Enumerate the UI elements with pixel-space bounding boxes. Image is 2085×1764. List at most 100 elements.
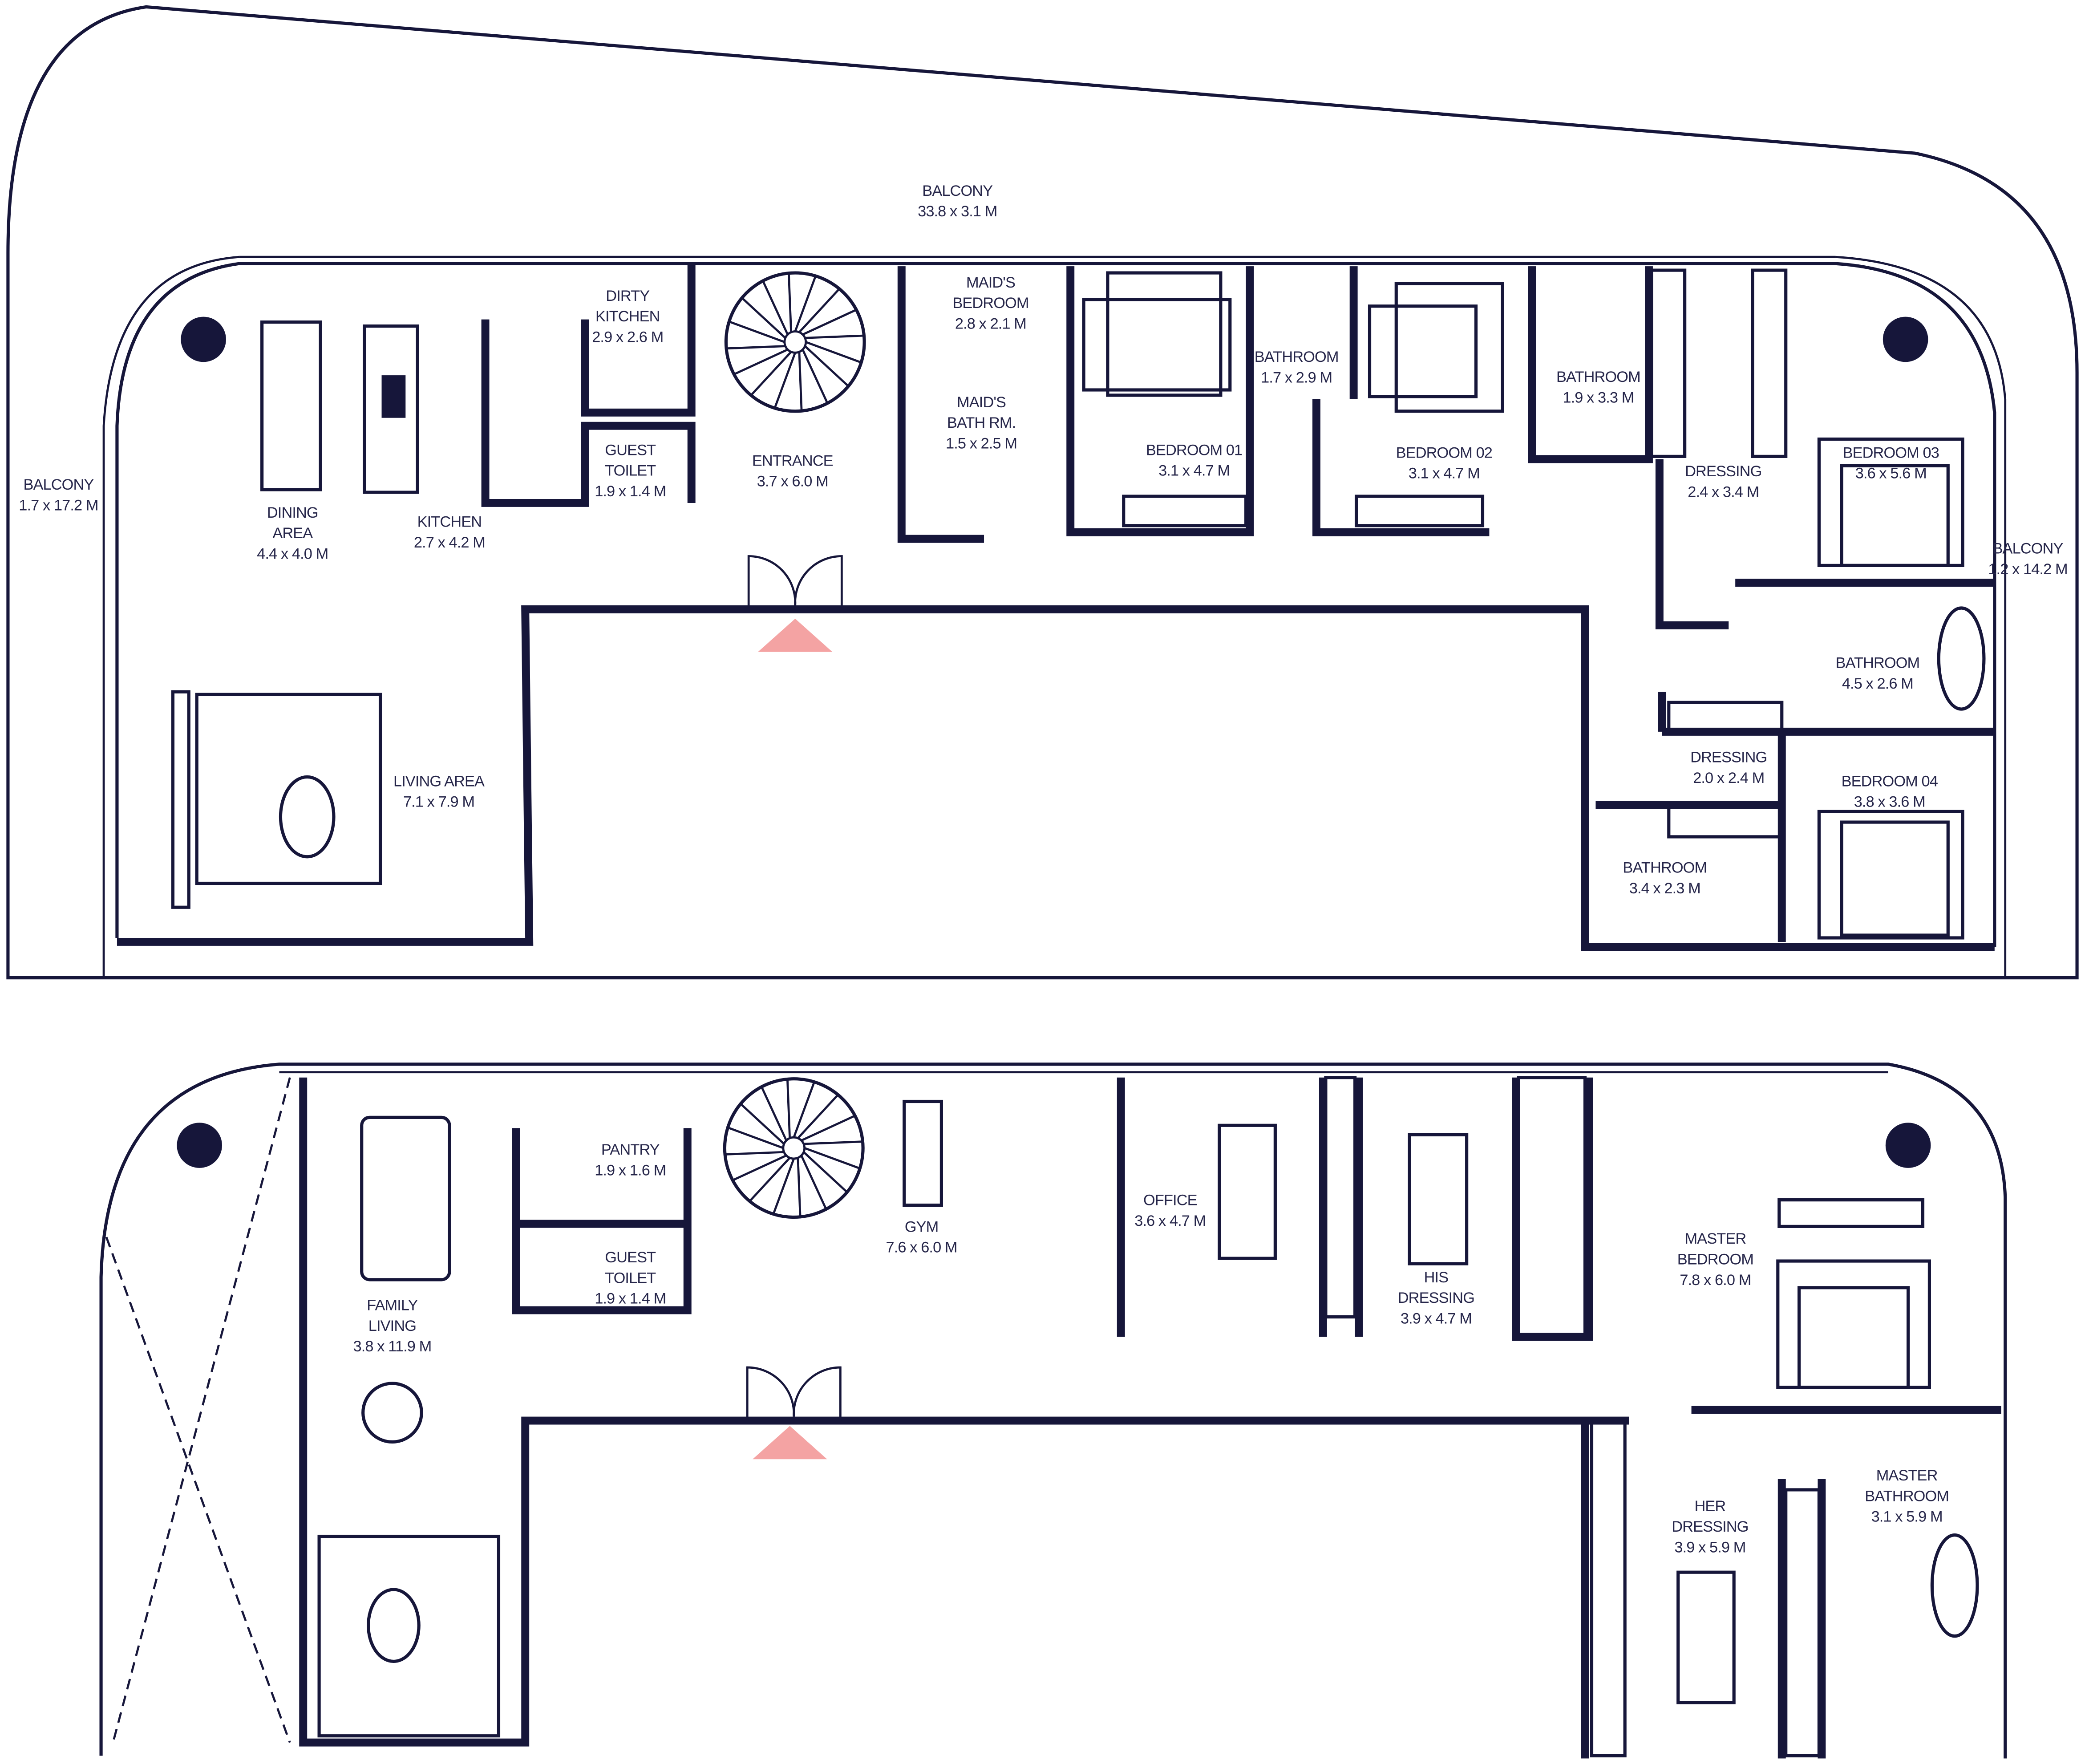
room-name: MAID'S bbox=[966, 274, 1015, 291]
wardrobe-icon bbox=[1784, 1488, 1821, 1758]
stair-tread bbox=[804, 345, 849, 387]
stair-tread bbox=[803, 1151, 848, 1193]
room-name: TOILET bbox=[605, 1269, 656, 1286]
room-name: BALCONY bbox=[1993, 540, 2064, 557]
stair-tread bbox=[787, 273, 792, 333]
bathtub-icon bbox=[1937, 606, 1986, 711]
stair-tread bbox=[732, 1154, 787, 1181]
room-dimensions: 2.9 x 2.6 M bbox=[592, 328, 663, 345]
wardrobe-icon bbox=[1751, 268, 1788, 458]
lower-balcony-outline bbox=[99, 1062, 2007, 1759]
stair-tread bbox=[803, 1140, 863, 1145]
room-name: BALCONY bbox=[922, 182, 993, 199]
room-name: AREA bbox=[272, 525, 313, 542]
upper-floor bbox=[6, 5, 2079, 980]
stair-tread bbox=[801, 1115, 856, 1142]
interior-wall-outline bbox=[117, 605, 1995, 951]
stair-tread bbox=[762, 280, 789, 335]
room-dimensions: 1.9 x 1.6 M bbox=[595, 1162, 666, 1179]
room-name: DRESSING bbox=[1398, 1290, 1474, 1306]
balcony-outline bbox=[6, 5, 2079, 980]
room-name: BEDROOM 02 bbox=[1396, 444, 1492, 461]
lower-interior-wall bbox=[299, 1077, 1629, 1759]
lower-sofa bbox=[317, 1534, 501, 1738]
stair-tread bbox=[741, 297, 786, 339]
room-dimensions: 4.5 x 2.6 M bbox=[1842, 675, 1913, 692]
column-icon bbox=[177, 1123, 222, 1168]
room-dimensions: 1.5 x 2.5 M bbox=[946, 435, 1017, 452]
treadmill-icon bbox=[903, 1099, 943, 1207]
room-name: KITCHEN bbox=[595, 308, 660, 325]
room-name: BEDROOM 03 bbox=[1843, 444, 1939, 461]
wardrobe-icon bbox=[1122, 495, 1248, 527]
room-dimensions: 1.9 x 3.3 M bbox=[1563, 389, 1634, 406]
entrance-door-lower[interactable] bbox=[746, 1366, 842, 1460]
stair-tread bbox=[793, 1081, 815, 1138]
entrance-arrow-icon bbox=[753, 1426, 827, 1460]
spiral-staircase-icon bbox=[724, 271, 866, 413]
stair-tread bbox=[786, 1079, 791, 1139]
room-name: BEDROOM 04 bbox=[1842, 773, 1938, 790]
room-dimensions: 3.9 x 4.7 M bbox=[1401, 1310, 1472, 1327]
room-name: GUEST bbox=[605, 442, 656, 458]
sofa bbox=[195, 693, 382, 885]
bathtub-icon bbox=[1930, 1533, 1979, 1638]
room-dimensions: 2.8 x 2.1 M bbox=[955, 316, 1026, 333]
wardrobe-icon bbox=[1590, 1419, 1627, 1758]
room-dimensions: 3.8 x 11.9 M bbox=[353, 1338, 432, 1355]
office-desk bbox=[1218, 1123, 1277, 1260]
column-icon bbox=[181, 316, 226, 362]
room-dimensions: 7.6 x 6.0 M bbox=[886, 1239, 957, 1256]
pool-table bbox=[360, 1115, 451, 1281]
stair-tread bbox=[733, 349, 788, 376]
media-unit bbox=[171, 690, 190, 909]
room-dimensions: 3.6 x 5.6 M bbox=[1855, 465, 1927, 482]
wardrobe-icon bbox=[1667, 701, 1784, 734]
stair-tread bbox=[740, 1103, 785, 1145]
cooktop-icon bbox=[381, 375, 406, 418]
room-name: BATHROOM bbox=[1835, 654, 1919, 671]
stair-tread bbox=[798, 352, 803, 411]
dressing-island bbox=[1676, 1570, 1736, 1704]
room-dimensions: 1.9 x 1.4 M bbox=[595, 1290, 666, 1307]
room-name: MAID'S bbox=[957, 394, 1006, 411]
room-dimensions: 3.1 x 5.9 M bbox=[1871, 1509, 1943, 1525]
room-name: TOILET bbox=[605, 462, 656, 479]
room-dimensions: 3.7 x 6.0 M bbox=[757, 473, 828, 490]
room-name: LIVING bbox=[368, 1318, 416, 1334]
room-name: BATHROOM bbox=[1623, 860, 1707, 876]
room-name: MASTER bbox=[1876, 1467, 1938, 1484]
room-dimensions: 1.7 x 2.9 M bbox=[1261, 369, 1332, 386]
column-icon bbox=[1883, 316, 1928, 362]
room-name: BATH RM. bbox=[947, 414, 1016, 431]
room-dimensions: 1.7 x 17.2 M bbox=[19, 497, 98, 514]
kitchen-island bbox=[363, 324, 419, 494]
void-cross bbox=[105, 1077, 291, 1743]
room-dimensions: 3.6 x 4.7 M bbox=[1134, 1212, 1206, 1229]
bed-icon bbox=[1776, 1259, 1931, 1389]
bed-icon bbox=[1368, 282, 1504, 413]
lower-partitions bbox=[512, 1077, 2001, 1759]
bed-icon bbox=[1817, 810, 1964, 940]
entrance-door[interactable] bbox=[747, 555, 843, 652]
room-name: OFFICE bbox=[1143, 1192, 1197, 1209]
room-dimensions: 2.0 x 2.4 M bbox=[1693, 770, 1764, 787]
coffee-table bbox=[279, 775, 336, 859]
stair-tread bbox=[750, 351, 792, 396]
room-dimensions: 1.2 x 14.2 M bbox=[1988, 561, 2067, 578]
room-dimensions: 3.9 x 5.9 M bbox=[1674, 1539, 1745, 1556]
stair-tread bbox=[794, 276, 817, 332]
wardrobe-icon bbox=[1355, 495, 1485, 527]
